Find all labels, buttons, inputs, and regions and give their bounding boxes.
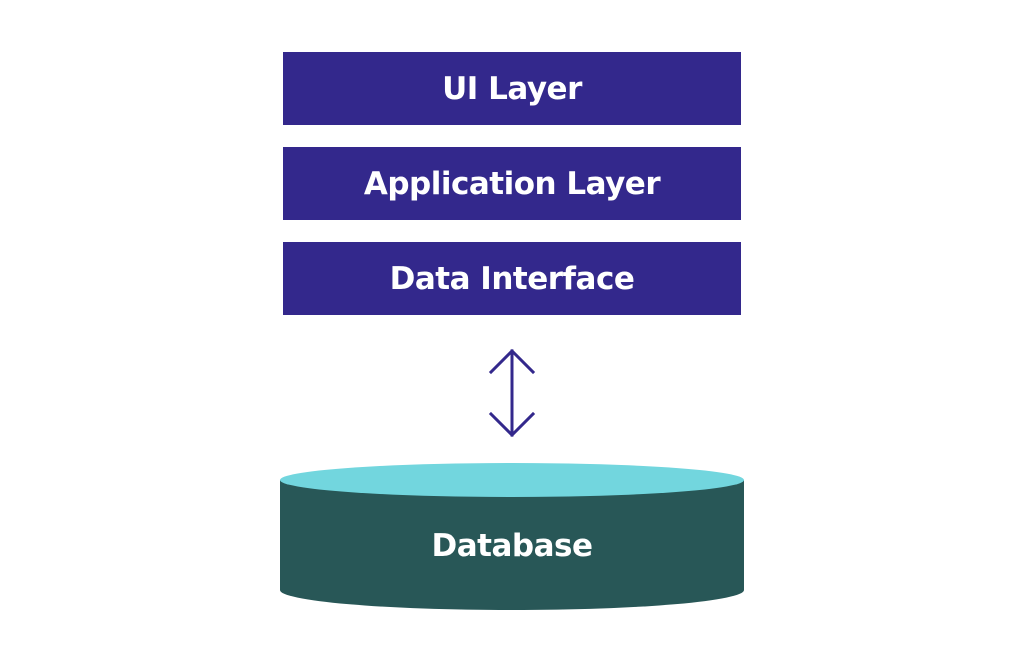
application-layer-box: Application Layer	[283, 147, 741, 220]
ui-layer-box: UI Layer	[283, 52, 741, 125]
database-label-text: Database	[431, 528, 593, 564]
database-cylinder	[280, 463, 744, 610]
data-interface-box: Data Interface	[283, 242, 741, 315]
bidirectional-arrow-icon	[488, 348, 536, 438]
application-layer-label: Application Layer	[363, 165, 661, 202]
ui-layer-label: UI Layer	[442, 70, 582, 107]
data-interface-label: Data Interface	[389, 260, 635, 297]
database-label: Database	[279, 523, 745, 569]
